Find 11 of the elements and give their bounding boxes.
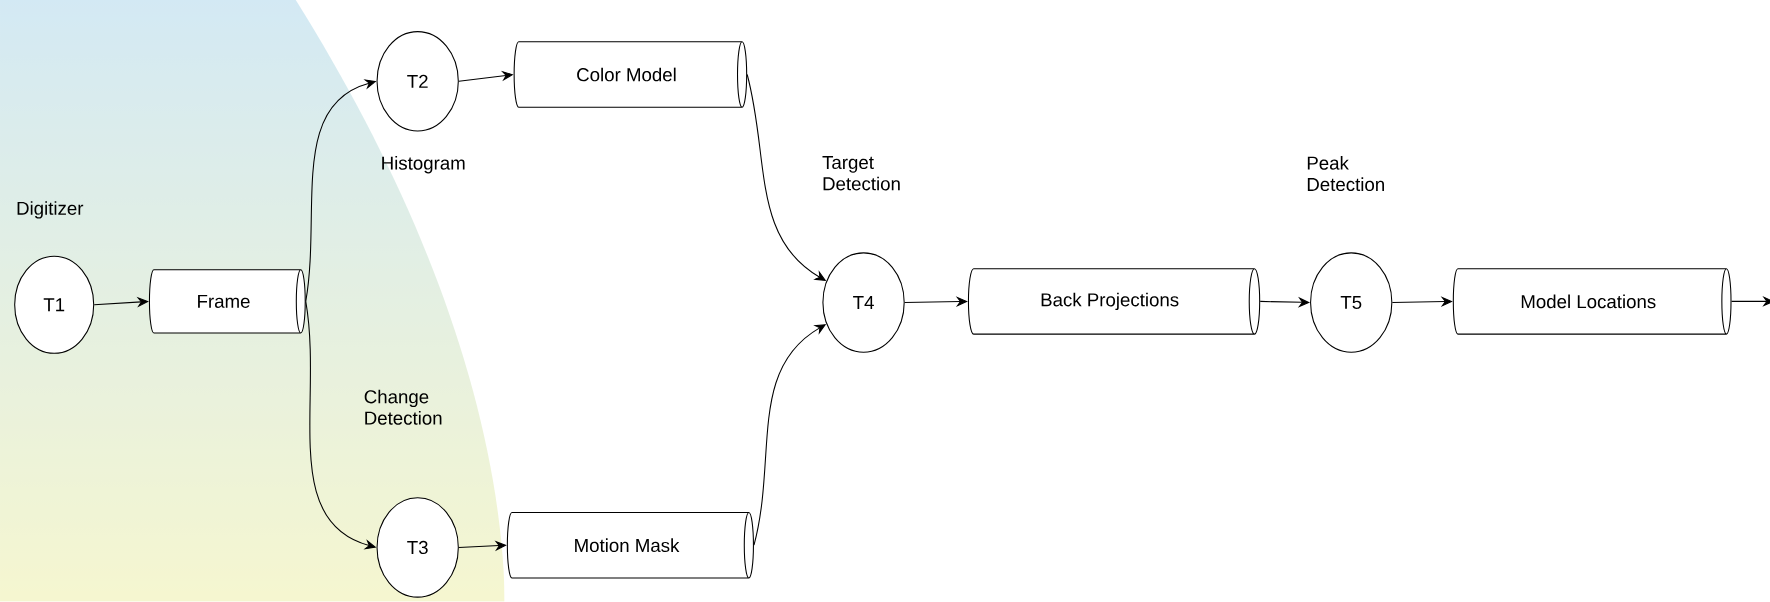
arrow (1731, 296, 1770, 307)
task-label: Histogram (382, 156, 465, 174)
data-store-cylinder: Color Model (513, 41, 748, 108)
task-label: Target Detection (822, 156, 900, 191)
data-store-cylinder: Frame (148, 269, 306, 334)
task-label: Peak Detection (1307, 156, 1384, 192)
task-label: Change Detection (364, 389, 442, 425)
task-label: Digitizer (17, 201, 84, 219)
data-store-cylinder: Back Projections (967, 268, 1261, 335)
data-store-cylinder: Motion Mask (506, 512, 754, 579)
data-store-cylinder: Model Locations (1452, 268, 1732, 335)
